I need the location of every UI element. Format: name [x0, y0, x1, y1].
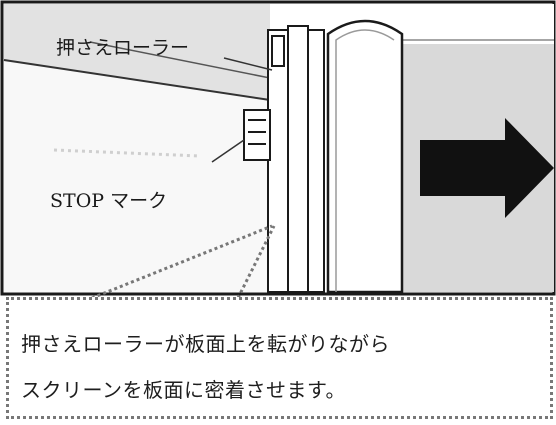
board-shadow-line — [89, 41, 271, 79]
roller-strip-2 — [307, 29, 325, 293]
board-face — [4, 60, 270, 292]
caption-line-1: 押さえローラーが板面上を転がりながら — [21, 332, 390, 356]
arrow-right-icon — [420, 118, 554, 218]
roller-cylinder-shade — [335, 29, 395, 292]
roller-cylinder — [326, 19, 404, 294]
caption-line-2: スクリーンを板面に密着させます。 — [21, 378, 346, 402]
board-edge-line — [3, 59, 271, 101]
roller-strip-1 — [287, 25, 309, 293]
stop-mark-pointer — [211, 139, 245, 163]
roller-label: 押さえローラー — [56, 37, 189, 59]
stop-mark-sticker — [243, 109, 271, 161]
stop-mark-label: STOP マーク — [50, 190, 167, 212]
screen-panel-top — [402, 4, 554, 44]
caption-box: 押さえローラーが板面上を転がりながら スクリーンを板面に密着させます。 — [6, 297, 553, 419]
board-dots — [53, 148, 201, 158]
roller-pointer — [223, 57, 273, 71]
callout-leader-left — [91, 224, 273, 300]
roller-bracket — [271, 35, 285, 67]
callout-leader-right — [236, 225, 276, 299]
